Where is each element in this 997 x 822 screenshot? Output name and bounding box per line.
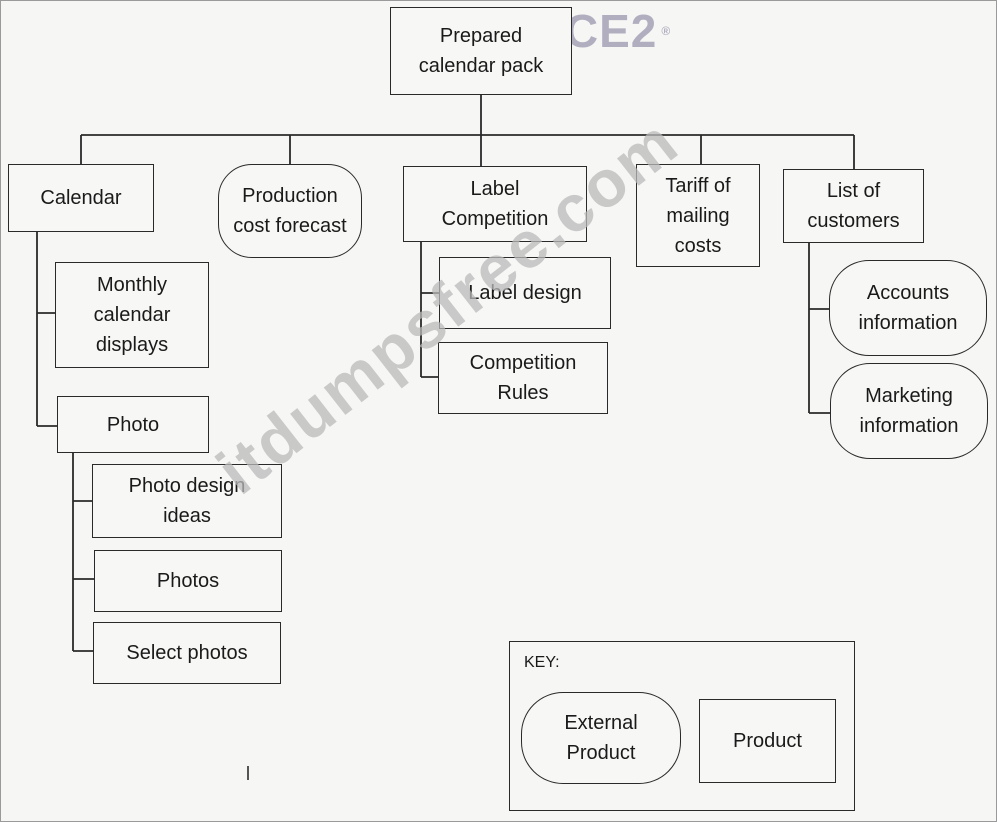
key-legend: [509, 641, 855, 811]
node-label: Select photos: [126, 642, 248, 664]
node-label: Marketing information: [859, 385, 959, 437]
node-list-of-customers: List of customers: [783, 169, 924, 243]
key-title: KEY:: [524, 654, 560, 671]
node-photo: Photo: [57, 396, 209, 453]
node-label: Monthly calendar displays: [93, 274, 171, 356]
node-prepared-calendar-pack: Prepared calendar pack: [390, 7, 572, 95]
node-label: Accounts information: [858, 282, 958, 334]
node-accounts-information: Accounts information: [829, 260, 987, 356]
node-label: Competition Rules: [469, 352, 577, 404]
registered-mark: ®: [661, 24, 672, 38]
node-monthly-calendar-displays: Monthly calendar displays: [55, 262, 209, 368]
node-photo-design-ideas: Photo design ideas: [92, 464, 282, 538]
node-label: Tariff of mailing costs: [665, 174, 731, 257]
node-marketing-information: Marketing information: [830, 363, 988, 459]
node-label: Prepared calendar pack: [418, 25, 544, 77]
key-label: Product: [733, 730, 802, 752]
node-photos: Photos: [94, 550, 282, 612]
node-label: Label design: [468, 282, 582, 304]
node-production-cost-forecast: Production cost forecast: [218, 164, 362, 258]
node-calendar: Calendar: [8, 164, 154, 232]
node-label: Photo design ideas: [128, 475, 246, 527]
node-label-competition: Label Competition: [403, 166, 587, 242]
key-product: Product: [699, 699, 836, 783]
node-select-photos: Select photos: [93, 622, 281, 684]
node-label: Calendar: [40, 187, 122, 209]
stray-mark: [247, 766, 249, 780]
node-tariff-of-mailing-costs: Tariff of mailing costs: [636, 164, 760, 267]
key-label: External Product: [564, 712, 638, 764]
node-label: Photo: [106, 413, 160, 436]
node-label: Photos: [156, 570, 220, 592]
node-label: Label Competition: [441, 178, 549, 230]
node-competition-rules: Competition Rules: [438, 342, 608, 414]
key-external-product: External Product: [521, 692, 681, 784]
node-label: List of customers: [807, 180, 900, 232]
node-label: Production cost forecast: [233, 185, 347, 237]
node-label-design: Label design: [439, 257, 611, 329]
